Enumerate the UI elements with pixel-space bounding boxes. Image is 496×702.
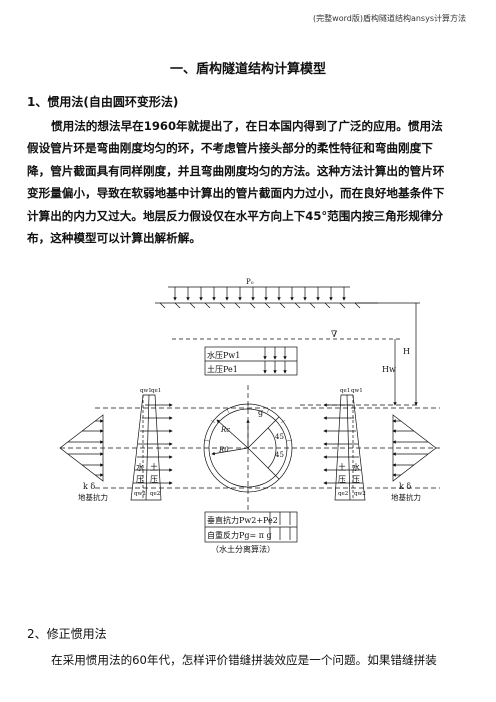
angle-bottom: 45 [275,451,284,459]
left-water-label: 水 [136,462,144,472]
hw-label: Hw [382,365,396,374]
paragraph-line: 计算出的内力又过大。地层反力假设仅在水平方向上下45°范围内按三角形规律分 [27,208,444,223]
document-header: (完整word版)盾构隧道结构ansys计算方法 [313,14,466,23]
qe2-right: qe2 [338,491,348,497]
paragraph-2: 在采用惯用法的60年代，怎样评价错缝拼装效应是一个问题。如果错缝拼装 [51,653,437,667]
g-label: g [258,408,263,417]
paragraph-line: 惯用法的想法早在1960年就提出了，在日本国内得到了广泛的应用。惯用法 [51,119,443,133]
qw2-left: qw2 [134,491,146,497]
rc-label: Rc [220,426,230,434]
soil-pressure-label: 土压Pe1 [207,364,238,374]
vertical-reaction-label: 垂直抗力Pw2+Pe2 [207,515,278,525]
qe2-left: qe2 [150,491,160,497]
left-load-diagram [59,394,173,501]
paragraph-line: 变形量偏小，导致在软弱地基中计算出的管片截面内力过小，而在良好地基条件下 [27,186,445,201]
water-pressure-label: 水压Pw1 [207,350,240,360]
figure-caption: （水土分离算法） [211,544,275,554]
section-title: 一、盾构隧道结构计算模型 [169,62,326,77]
k-delta-left: k δ [83,482,95,491]
left-soil-pressure: 压 [150,475,158,484]
angle-top: 45 [275,433,284,441]
p0-label: P₀ [246,278,254,286]
paragraph-line: 布，这种模型可以计算出解析解。 [27,231,201,246]
subsection-heading-1: 1、惯用法(自由圆环变形法) [27,95,179,109]
self-weight-reaction-label: 自重反力Pg= π g [207,530,272,540]
subsection-heading-2: 2、修正惯用法 [27,627,107,641]
right-water-pressure: 压 [352,475,360,484]
right-load-diagram [323,394,437,501]
paragraph-line: 降，管片截面具有同样刚度，并且弯曲刚度均匀的方法。这种方法计算出的管片环 [27,163,445,178]
water-level-symbol: ∇ [331,330,337,340]
right-soil-pressure: 压 [338,475,346,484]
k-delta-right: k δ [399,482,411,491]
left-soil-label: 土 [150,462,158,472]
paragraph-1: 惯用法的想法早在1960年就提出了，在日本国内得到了广泛的应用。惯用法 假设管片… [27,115,469,249]
right-soil-label: 土 [338,462,346,472]
ground-reaction-left: 地基抗力 [78,492,108,502]
qe1-right: qe1 [340,388,350,394]
ring-segment-ticks [203,404,293,442]
qw1-right: qw1 [351,388,363,394]
r0-label: R0 [218,446,229,454]
qw2-right: qw2 [354,491,366,497]
paragraph-line: 假设管片环是弯曲刚度均匀的环，不考虑管片接头部分的柔性特征和弯曲刚度下 [27,141,433,156]
qe1-left: qe1 [151,388,161,394]
ground-reaction-right: 地基抗力 [391,492,421,502]
h-label: H [403,347,410,356]
surcharge-arrows [173,287,346,301]
right-water-label: 水 [352,462,360,472]
hatching [159,302,361,309]
qw1-left: qw1 [140,388,152,394]
left-water-pressure: 压 [136,475,144,484]
